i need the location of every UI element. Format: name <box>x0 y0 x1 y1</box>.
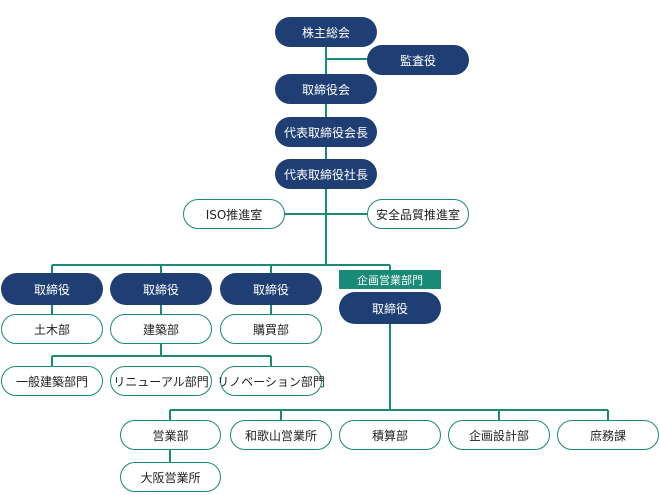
wakayama-office-node: 和歌山営業所 <box>230 420 332 450</box>
renovation-node: リノベーション部門 <box>217 366 325 396</box>
director-planning-node: 取締役 <box>339 292 441 324</box>
osaka-office-node: 大阪営業所 <box>120 462 221 492</box>
estimation-dept-node: 積算部 <box>339 420 441 450</box>
building-dept-node: 建築部 <box>110 314 212 344</box>
auditor-node: 監査役 <box>367 45 469 75</box>
iso-node: ISO推進室 <box>183 199 285 229</box>
director-building-node: 取締役 <box>110 273 212 305</box>
board-node: 取締役会 <box>275 74 377 104</box>
renewal-node: リニューアル部門 <box>110 366 212 396</box>
shareholders-node: 株主総会 <box>275 17 377 47</box>
director-purchasing-node: 取締役 <box>220 273 322 305</box>
civil-dept-node: 土木部 <box>1 314 103 344</box>
sales-dept-node: 営業部 <box>120 420 221 450</box>
planning-design-dept-node: 企画設計部 <box>448 420 550 450</box>
president-node: 代表取締役社長 <box>275 159 377 189</box>
purchasing-dept-node: 購買部 <box>220 314 322 344</box>
planning-sales-division-tag: 企画営業部門 <box>339 270 441 289</box>
director-civil-node: 取締役 <box>1 273 103 305</box>
general-building-node: 一般建築部門 <box>1 366 103 396</box>
general-affairs-node: 庶務課 <box>557 420 659 450</box>
chairman-node: 代表取締役会長 <box>275 117 377 147</box>
safety-quality-node: 安全品質推進室 <box>367 199 469 229</box>
